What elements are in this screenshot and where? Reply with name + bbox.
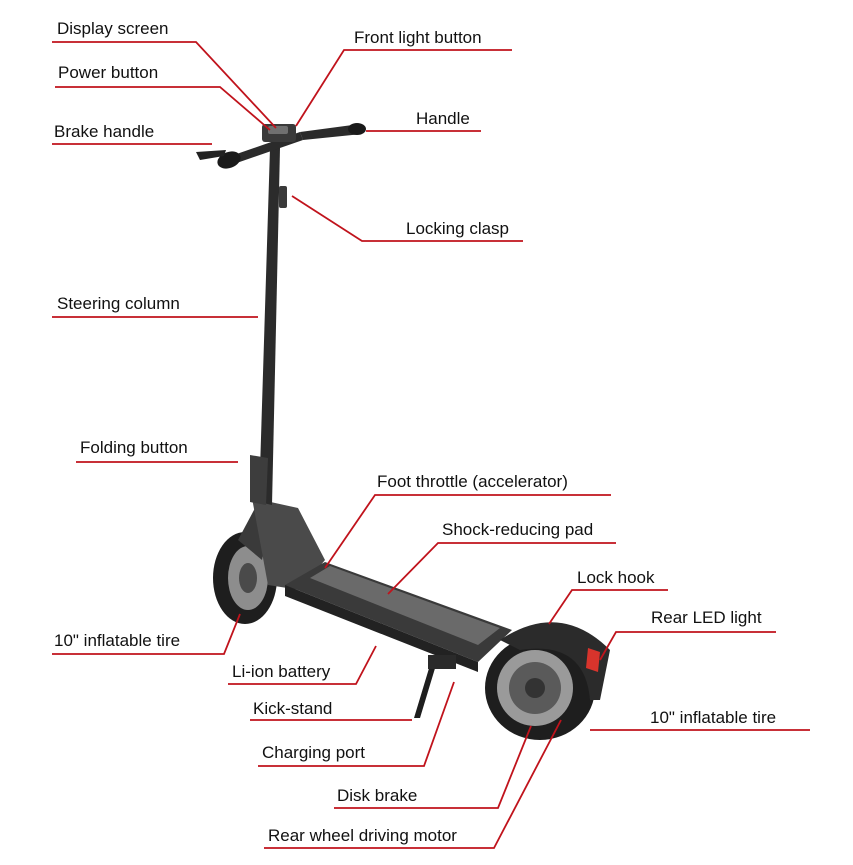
leader-power-button <box>55 86 271 131</box>
folding-joint <box>250 455 268 505</box>
label-rear-motor: Rear wheel driving motor <box>268 826 457 845</box>
label-liion-battery: Li-ion battery <box>232 662 331 681</box>
leader-front-tire <box>52 613 241 655</box>
leader-disk-brake <box>334 725 532 809</box>
leader-rear-motor <box>264 719 562 849</box>
rear-mudguard <box>500 622 610 700</box>
fork-housing <box>252 498 325 590</box>
leader-foot-throttle <box>324 494 611 569</box>
leader-front-light-button <box>295 49 512 127</box>
label-lock-hook: Lock hook <box>577 568 655 587</box>
leader-locking-clasp <box>291 195 523 242</box>
handlebar <box>196 123 366 169</box>
leader-liion-battery <box>228 645 377 685</box>
deck <box>285 562 512 672</box>
locking-clasp <box>279 186 287 208</box>
label-front-tire: 10" inflatable tire <box>54 631 181 650</box>
label-brake-handle: Brake handle <box>54 122 155 141</box>
label-kick-stand: Kick-stand <box>253 699 333 718</box>
rear-wheel <box>485 636 595 740</box>
label-locking-clasp: Locking clasp <box>406 219 510 238</box>
rear-led-light <box>586 648 600 672</box>
leader-lock-hook <box>548 589 668 625</box>
charging-port-housing <box>428 655 456 669</box>
kick-stand <box>414 665 436 718</box>
label-front-light-button: Front light button <box>354 28 482 47</box>
label-display-screen: Display screen <box>57 19 169 38</box>
label-rear-led-light: Rear LED light <box>651 608 762 627</box>
label-disk-brake: Disk brake <box>337 786 418 805</box>
label-power-button: Power button <box>58 63 159 82</box>
label-rear-tire: 10" inflatable tire <box>650 708 777 727</box>
label-steering-column: Steering column <box>57 294 180 313</box>
leader-charging-port <box>258 681 455 767</box>
leader-rear-led-light <box>599 631 776 661</box>
steering-column <box>259 148 280 505</box>
label-handle: Handle <box>416 109 470 128</box>
label-charging-port: Charging port <box>262 743 366 762</box>
leader-shock-pad <box>387 542 616 595</box>
leader-display-screen <box>52 41 277 129</box>
label-foot-throttle: Foot throttle (accelerator) <box>377 472 568 491</box>
label-shock-pad: Shock-reducing pad <box>442 520 594 539</box>
leader-lines <box>52 41 810 849</box>
label-folding-button: Folding button <box>80 438 188 457</box>
